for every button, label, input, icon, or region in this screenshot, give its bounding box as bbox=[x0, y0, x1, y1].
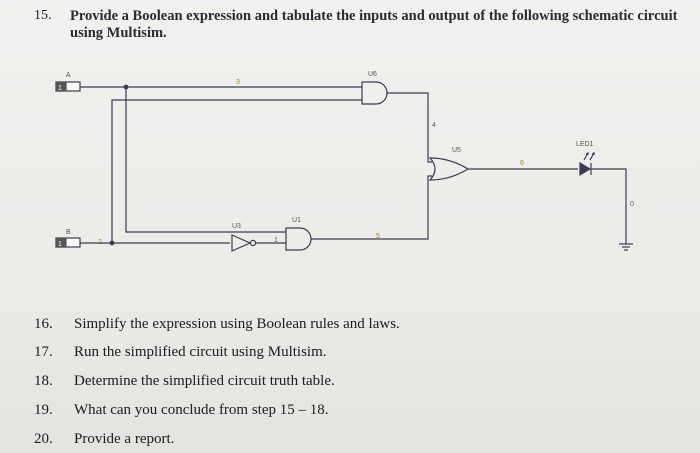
schematic-circuit: A 1 B 1 U6 U5 U3 U1 LED1 3 4 6 2 1 5 0 bbox=[55, 71, 634, 252]
task-text: Simplify the expression using Boolean ru… bbox=[74, 316, 400, 332]
net-label-0: 0 bbox=[630, 201, 634, 208]
net-label-3: 3 bbox=[236, 79, 240, 86]
gate-u5 bbox=[428, 157, 470, 181]
gate-u1 bbox=[285, 227, 312, 251]
gate-u6 bbox=[361, 81, 388, 105]
ground-icon bbox=[619, 243, 633, 251]
gate-u3-label: U3 bbox=[232, 223, 241, 230]
task-text: What can you conclude from step 15 – 18. bbox=[74, 402, 329, 418]
net-label-6: 6 bbox=[520, 160, 524, 167]
led-icon bbox=[579, 152, 595, 177]
net-label-4: 4 bbox=[432, 122, 436, 129]
input-b-label: B bbox=[66, 229, 71, 236]
task-text: Provide a report. bbox=[74, 431, 175, 447]
task-text: Determine the simplified circuit truth t… bbox=[74, 373, 335, 389]
question-number: 15. bbox=[34, 8, 52, 23]
input-a-value: 1 bbox=[58, 85, 62, 92]
net-label-2: 2 bbox=[98, 239, 102, 246]
input-b-value: 1 bbox=[58, 241, 62, 248]
task-number: 17. bbox=[34, 344, 53, 360]
gate-u6-label: U6 bbox=[368, 71, 377, 78]
net-label-1: 1 bbox=[274, 237, 278, 244]
task-number: 19. bbox=[34, 402, 53, 418]
gate-u3 bbox=[231, 234, 252, 252]
gate-u1-label: U1 bbox=[292, 217, 301, 224]
task-number: 20. bbox=[34, 431, 53, 447]
gate-u5-label: U5 bbox=[452, 147, 461, 154]
input-a-label: A bbox=[66, 72, 71, 79]
question-text: Provide a Boolean expression and tabulat… bbox=[70, 8, 678, 41]
led-label: LED1 bbox=[576, 141, 594, 148]
net-label-5: 5 bbox=[376, 233, 380, 240]
task-number: 18. bbox=[34, 373, 53, 389]
task-number: 16. bbox=[34, 316, 53, 332]
task-text: Run the simplified circuit using Multisi… bbox=[74, 344, 327, 360]
